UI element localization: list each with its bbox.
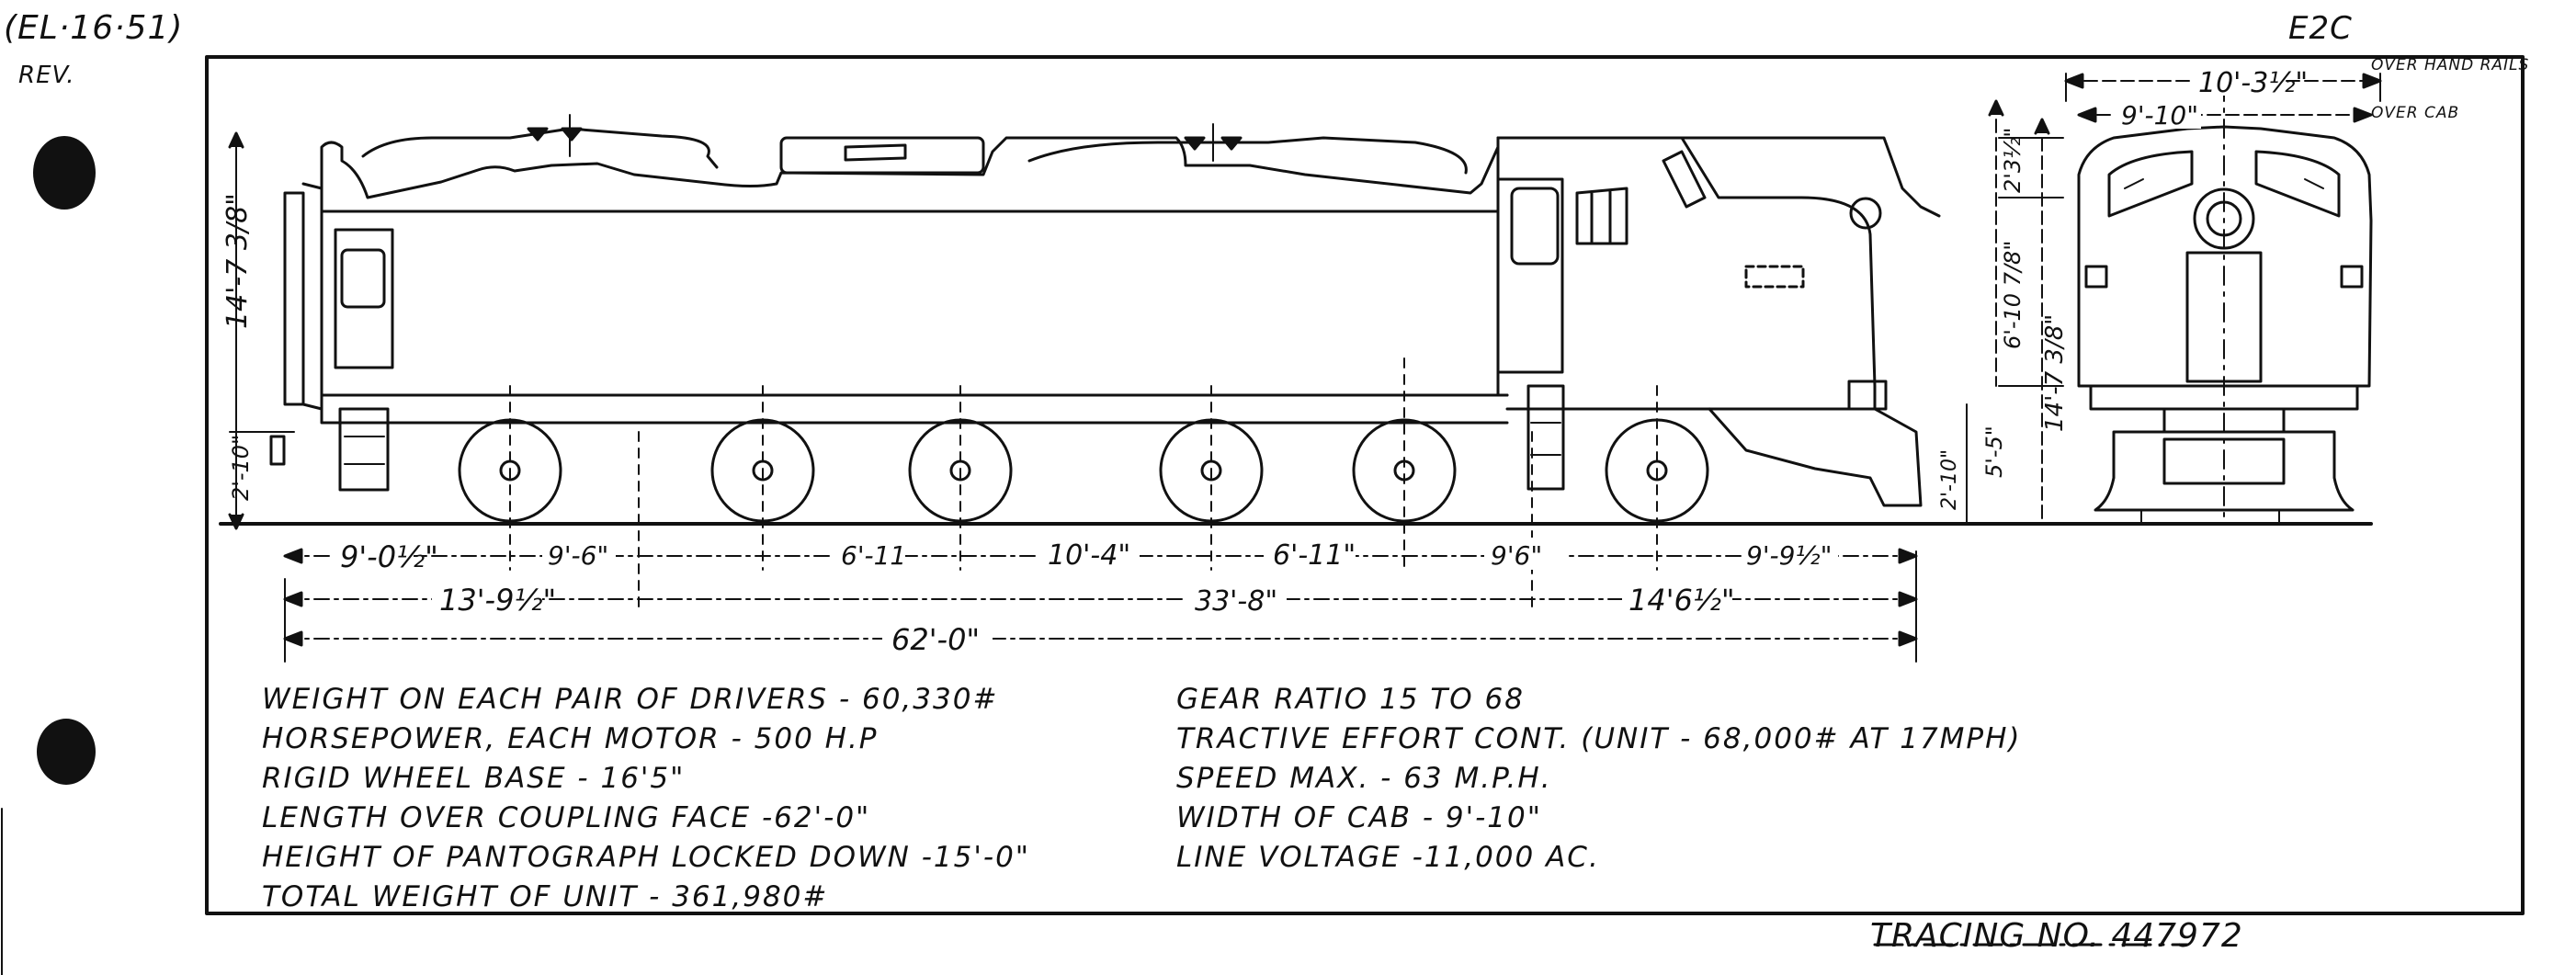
end-door	[334, 228, 394, 369]
punch-hole-top	[33, 136, 96, 210]
axle-centerlines	[509, 357, 1658, 607]
overall-length-label: 62'-0"	[891, 622, 980, 657]
rear-step	[338, 407, 390, 492]
spec-line: TRACTIVE EFFORT CONT. (UNIT - 68,000# AT…	[1176, 722, 2022, 755]
underframe	[320, 393, 1509, 425]
cab-step	[1526, 384, 1565, 491]
dimension-overall: 62'-0"	[283, 550, 1918, 663]
dim-label: 6'-11"	[1273, 539, 1356, 572]
end-view-pilot	[2094, 430, 2355, 512]
end-view-windshield-right	[2254, 150, 2341, 218]
spec-line: LINE VOLTAGE -11,000 AC.	[1176, 841, 1600, 874]
dimension-row-1: 9'-0½" 9'-6" 6'-11 10'-4" 6'-11" 9'6" 9'…	[283, 533, 1918, 574]
dim-label: 33'-8"	[1195, 585, 1277, 618]
locomotive-end-view: 10'-3½" 9'-10" OVER HAND RAILS OVER CAB …	[1988, 56, 2529, 525]
dim-label: 9'-6"	[548, 540, 608, 571]
spec-line: HEIGHT OF PANTOGRAPH LOCKED DOWN -15'-0"	[262, 841, 1031, 874]
number-board	[1744, 265, 1805, 289]
spec-line: RIGID WHEEL BASE - 16'5"	[262, 762, 686, 795]
end-diaphragm	[301, 182, 323, 411]
revision-label: REV.	[18, 62, 75, 89]
spec-line: SPEED MAX. - 63 M.P.H.	[1176, 762, 1552, 795]
cab-side-windows	[1575, 187, 1628, 245]
pilot-coupler	[1847, 380, 1888, 411]
end-dim-total-label: 14'-7 3/8"	[2041, 314, 2069, 432]
coupler-knuckle	[269, 435, 286, 466]
roof-horn	[844, 143, 907, 162]
end-view-anticlimber	[2089, 384, 2359, 411]
rail-to-step-label: 2'-10"	[1938, 449, 1961, 510]
drawing-border	[205, 55, 2525, 915]
spec-line: WEIGHT ON EACH PAIR OF DRIVERS - 60,330#	[262, 683, 999, 716]
spec-line: TOTAL WEIGHT OF UNIT - 361,980#	[262, 880, 829, 913]
end-plate	[283, 191, 305, 406]
cab-front-window	[1662, 150, 1707, 209]
wheelset	[458, 418, 1709, 523]
height-dim-label: 14'-7 3/8"	[221, 193, 254, 329]
dim-label: 9'-0½"	[340, 539, 438, 574]
dim-label: 6'-11	[841, 540, 906, 571]
dim-label: 9'6"	[1491, 540, 1542, 571]
spec-line: HORSEPOWER, EACH MOTOR - 500 H.P	[262, 722, 879, 755]
drawing-ref: (EL·16·51)	[4, 9, 183, 47]
marker-light-left	[2084, 265, 2108, 289]
roof-equipment-box	[779, 136, 985, 175]
end-dim-top-label: 2'3½"	[2000, 128, 2026, 193]
dim-label: 9'-9½"	[1746, 540, 1832, 571]
wheel-5	[1352, 418, 1457, 523]
note-cab: OVER CAB	[2371, 104, 2459, 122]
dim-label: 14'6½"	[1628, 583, 1735, 618]
end-dim-body-label: 6'-10 7/8"	[2000, 241, 2026, 349]
cab-height-label: 5'-5"	[1981, 425, 2007, 478]
locomotive-side-view: 14'-7 3/8" 2'-10" 2'-10" 5'-5" 9'-0½" 9'…	[221, 114, 2007, 663]
roof-outline	[320, 136, 1941, 218]
pantograph-rear	[1027, 136, 1468, 175]
specs-right: GEAR RATIO 15 TO 68 TRACTIVE EFFORT CONT…	[1176, 680, 2022, 878]
end-width-cab-label: 9'-10"	[2121, 100, 2198, 130]
tracing-number: TRACING NO. 447972	[1870, 917, 2243, 955]
spec-line: GEAR RATIO 15 TO 68	[1176, 683, 1525, 716]
end-window	[340, 248, 386, 309]
cab-nose	[1496, 136, 1877, 411]
punch-hole-bottom	[37, 719, 96, 785]
pantograph-insulators-front	[527, 127, 583, 142]
spec-line: LENGTH OVER COUPLING FACE -62'-0"	[262, 801, 871, 834]
cab-door-window	[1510, 187, 1560, 266]
headlight-side	[1849, 197, 1882, 230]
pilot	[1708, 407, 1923, 507]
dimension-row-2: 13'-9½" 33'-8" 14'6½"	[283, 579, 1918, 618]
end-view-body	[2077, 125, 2373, 388]
dim-label: 10'-4"	[1048, 539, 1130, 572]
pantograph-insulators-rear	[1184, 136, 1243, 151]
end-width-handrails-label: 10'-3½"	[2198, 67, 2308, 99]
note-handrails: OVER HAND RAILS	[2371, 56, 2529, 74]
dim-label: 13'-9½"	[439, 583, 556, 618]
rail-to-frame-label: 2'-10"	[228, 435, 254, 501]
cab-door	[1496, 177, 1564, 374]
model-label: E2C	[2288, 10, 2353, 47]
specs-left: WEIGHT ON EACH PAIR OF DRIVERS - 60,330#…	[262, 680, 1030, 917]
marker-light-right	[2340, 265, 2364, 289]
end-view-windshield-left	[2107, 150, 2194, 218]
spec-line: WIDTH OF CAB - 9'-10"	[1176, 801, 1543, 834]
